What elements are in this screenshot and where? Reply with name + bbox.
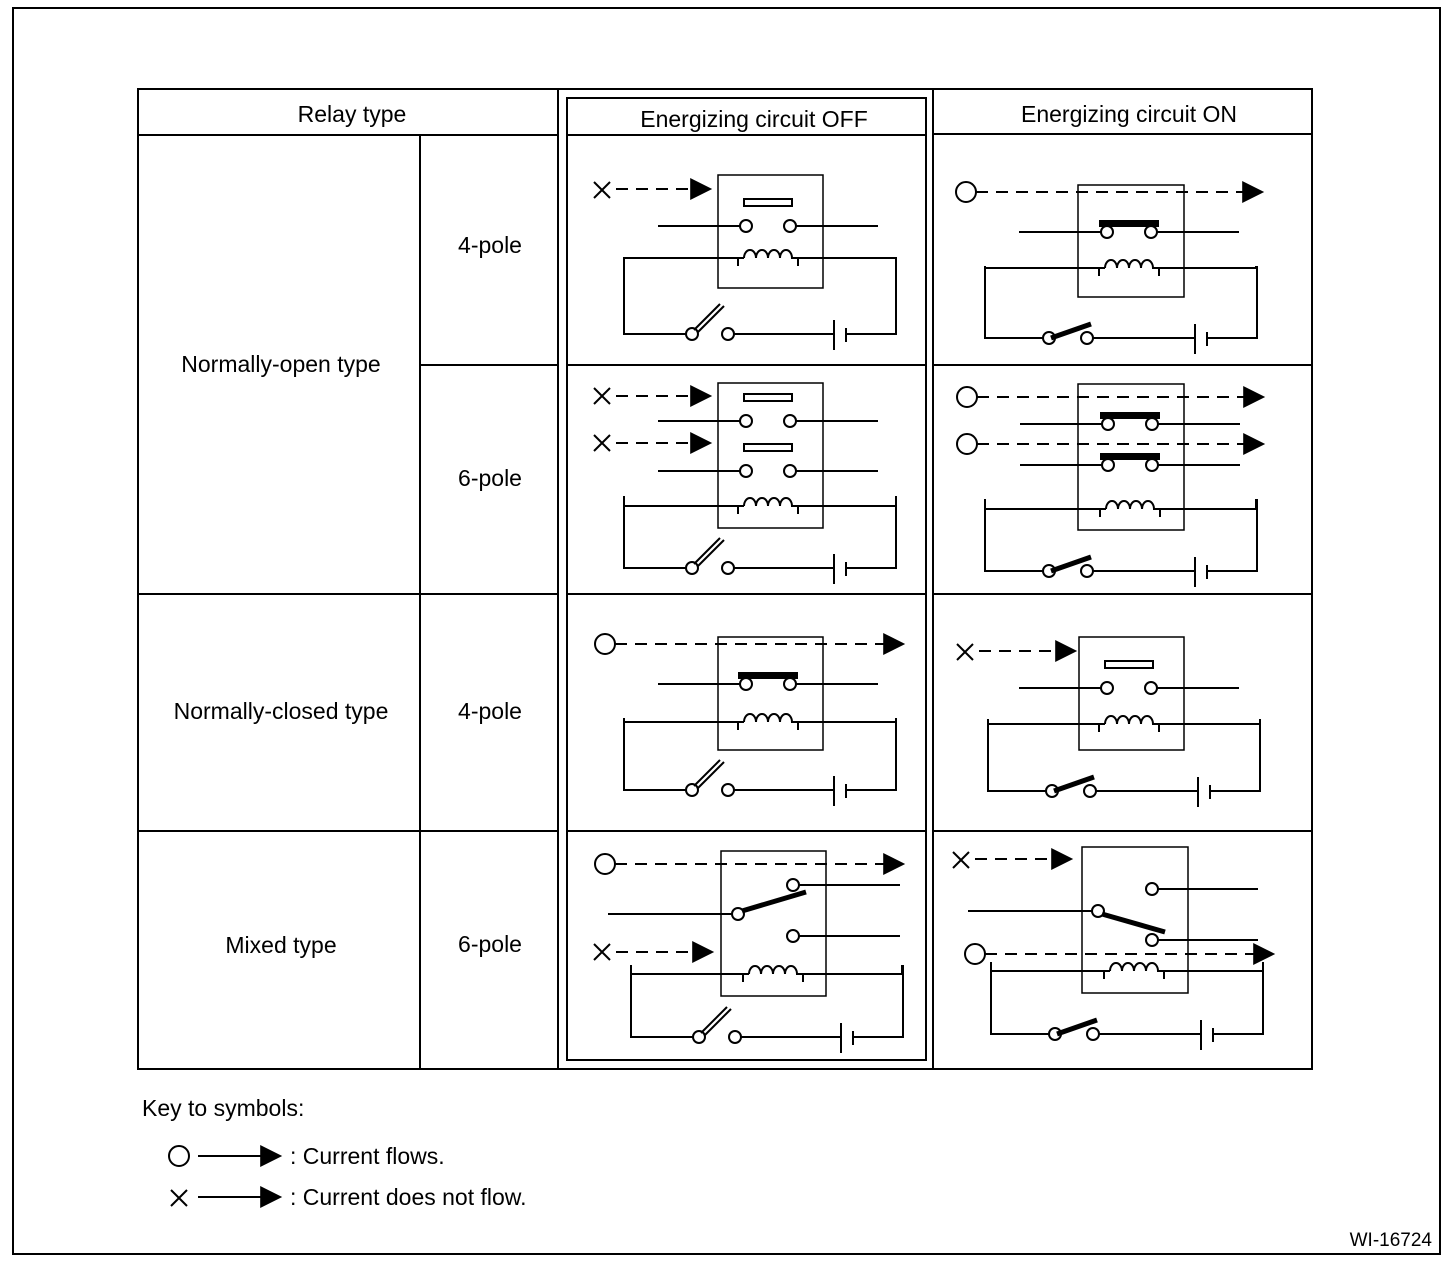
switch-battery-loop	[630, 964, 904, 1054]
current-flow-circle-icon	[594, 633, 616, 655]
relay-body	[717, 174, 824, 289]
header-relay-type: Relay type	[298, 101, 407, 127]
switch-battery-loop	[988, 719, 1260, 807]
no-current-x-icon	[170, 1189, 188, 1207]
no-current-x-icon	[956, 643, 974, 661]
no-current-x-icon	[952, 851, 970, 869]
current-flow-circle-icon	[168, 1145, 190, 1167]
outer-frame	[12, 7, 1441, 1255]
pole-label-no-4: 4-pole	[458, 232, 522, 258]
diagram-no4-on	[955, 181, 1265, 354]
coil-icon	[742, 965, 804, 983]
legend-title: Key to symbols:	[142, 1095, 304, 1121]
table-grid	[137, 88, 1313, 1070]
relay-contact	[1018, 219, 1240, 239]
row-label-normally-closed: Normally-closed type	[174, 698, 389, 724]
diagram-no4-off	[593, 174, 897, 351]
relay-contact	[657, 671, 879, 691]
no-current-x-icon	[593, 181, 611, 199]
changeover-arm	[1101, 911, 1166, 935]
coil-icon	[737, 497, 799, 515]
diagram-nc4-off	[594, 633, 906, 807]
current-flow-circle-icon	[956, 433, 978, 455]
switch-battery-loop	[985, 499, 1257, 587]
relay-contact	[1019, 411, 1241, 431]
no-current-x-icon	[593, 434, 611, 452]
relay-body	[1078, 636, 1185, 751]
coil-icon	[737, 713, 799, 731]
relay-contact	[657, 198, 879, 233]
switch-battery-loop	[991, 962, 1263, 1050]
switch-battery-loop	[623, 717, 897, 807]
relay-body	[717, 382, 824, 529]
diagram-nc4-on	[956, 636, 1260, 807]
relay-contact	[657, 393, 879, 428]
coil-icon	[1098, 259, 1160, 277]
relay-body	[1077, 383, 1185, 531]
switch-battery-loop	[985, 266, 1257, 354]
current-flow-circle-icon	[964, 943, 986, 965]
no-current-x-icon	[593, 943, 611, 961]
relay-body	[1077, 184, 1185, 298]
switch-battery-loop	[623, 495, 897, 585]
legend-flows-text: : Current flows.	[290, 1143, 445, 1169]
changeover-arm	[741, 889, 807, 914]
relay-contact	[1019, 452, 1241, 472]
coil-icon	[737, 249, 799, 267]
pole-label-no-6: 6-pole	[458, 465, 522, 491]
figure-id: WI-16724	[1350, 1230, 1433, 1251]
diagram-no6-off	[593, 382, 897, 585]
diagram-no6-on	[956, 383, 1266, 587]
switch-battery-loop	[623, 261, 897, 351]
header-on: Energizing circuit ON	[1021, 101, 1237, 127]
coil-icon	[1099, 500, 1161, 518]
legend-not-flows: : Current does not flow.	[170, 1184, 527, 1210]
row-label-mixed: Mixed type	[225, 932, 336, 958]
current-flow-circle-icon	[955, 181, 977, 203]
coil-icon	[1103, 962, 1165, 980]
row-label-normally-open: Normally-open type	[181, 351, 380, 377]
coil-icon	[1098, 715, 1160, 733]
relay-body	[1081, 846, 1189, 994]
diagram-mixed-off	[593, 850, 906, 1054]
no-current-x-icon	[593, 387, 611, 405]
diagram-mixed-on	[952, 846, 1276, 1050]
pole-label-mixed-6: 6-pole	[458, 931, 522, 957]
relay-body	[717, 636, 824, 751]
relay-contact	[657, 443, 879, 478]
header-off: Energizing circuit OFF	[640, 106, 868, 132]
legend-not-flows-text: : Current does not flow.	[290, 1184, 527, 1210]
current-flow-circle-icon	[594, 853, 616, 875]
legend-flows: : Current flows.	[168, 1143, 445, 1169]
relay-body	[720, 850, 827, 997]
relay-contact	[1018, 660, 1240, 695]
current-flow-circle-icon	[956, 386, 978, 408]
pole-label-nc-4: 4-pole	[458, 698, 522, 724]
